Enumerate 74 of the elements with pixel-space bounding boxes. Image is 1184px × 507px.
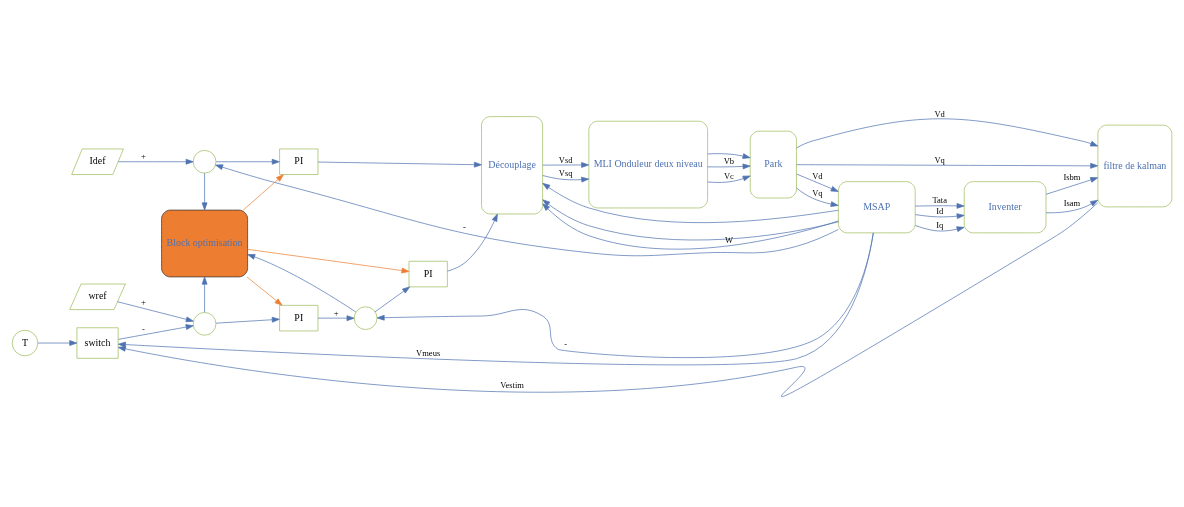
edge-label: Vb bbox=[723, 156, 735, 167]
node-circle bbox=[192, 150, 217, 174]
node-circle: T bbox=[11, 329, 39, 357]
edge-label: Vq bbox=[934, 154, 945, 165]
arrow bbox=[447, 213, 498, 272]
arrow bbox=[796, 173, 839, 192]
edge-label: Vd bbox=[812, 170, 823, 181]
node-box: Block optimisation bbox=[161, 209, 248, 278]
arrow bbox=[915, 203, 965, 209]
arrow bbox=[118, 324, 194, 340]
edge-label: Isam bbox=[1063, 197, 1081, 208]
edge-label: Vc bbox=[723, 170, 734, 181]
arrow bbox=[247, 254, 357, 313]
arrow bbox=[215, 164, 839, 257]
arrow bbox=[317, 161, 482, 168]
edge-label: Id bbox=[936, 206, 944, 217]
edge-label: Tata bbox=[932, 194, 947, 205]
arrow bbox=[201, 172, 208, 211]
arrow bbox=[117, 301, 194, 323]
arrow bbox=[1045, 199, 1099, 214]
arrow bbox=[374, 286, 410, 313]
arrow bbox=[915, 225, 965, 232]
node-box: PI bbox=[279, 148, 319, 175]
arrow bbox=[914, 213, 965, 219]
node-circle bbox=[353, 306, 378, 330]
arrow bbox=[242, 174, 284, 211]
arrow bbox=[1045, 177, 1099, 195]
arrow bbox=[796, 187, 839, 207]
edge-label: - bbox=[564, 339, 568, 350]
arrow bbox=[796, 163, 1099, 169]
edge-label: Iq bbox=[936, 219, 944, 230]
arrow bbox=[376, 232, 874, 358]
arrow bbox=[707, 153, 751, 159]
arrow bbox=[215, 316, 280, 324]
arrow bbox=[542, 162, 590, 168]
node-box: MLI Onduleur deux niveau bbox=[588, 120, 708, 209]
arrow bbox=[118, 232, 874, 366]
edge-label: Vsq bbox=[558, 168, 573, 179]
node-circle bbox=[192, 312, 217, 336]
edge-label: W bbox=[724, 234, 733, 245]
edge-label: Vq bbox=[812, 187, 823, 198]
node-box: Park bbox=[749, 130, 797, 199]
node-box: Inventer bbox=[963, 181, 1047, 234]
arrow bbox=[246, 276, 283, 306]
arrow bbox=[542, 199, 839, 241]
edge-label: - bbox=[142, 324, 145, 335]
node-box: PI bbox=[408, 260, 448, 288]
node-box: Découplage bbox=[481, 116, 543, 215]
arrow bbox=[118, 158, 194, 165]
edge-label: + bbox=[141, 151, 146, 162]
arrow bbox=[201, 276, 208, 313]
arrow bbox=[117, 202, 1098, 397]
arrow bbox=[37, 340, 78, 346]
edge-label: Vestim bbox=[500, 380, 524, 391]
node-box: filtre de kalman bbox=[1097, 124, 1173, 208]
arrow bbox=[247, 248, 410, 274]
edge-label: Vd bbox=[934, 108, 945, 119]
edge-label: - bbox=[463, 222, 466, 233]
edge-label: Isbm bbox=[1063, 171, 1081, 182]
arrow bbox=[542, 183, 839, 224]
arrow bbox=[542, 175, 590, 183]
edge-label: + bbox=[141, 297, 146, 308]
edge-label: Vsd bbox=[558, 154, 573, 165]
node-box: MSAP bbox=[838, 181, 916, 234]
arrow bbox=[796, 118, 1099, 149]
arrow bbox=[215, 158, 280, 165]
arrow bbox=[707, 175, 751, 183]
edge-label: + bbox=[333, 307, 339, 318]
node-box: switch bbox=[76, 327, 119, 359]
node-box: PI bbox=[279, 305, 319, 332]
arrow bbox=[317, 315, 355, 321]
edge-label: Vmeus bbox=[416, 347, 441, 358]
arrow bbox=[707, 163, 751, 170]
arrow bbox=[542, 203, 839, 250]
